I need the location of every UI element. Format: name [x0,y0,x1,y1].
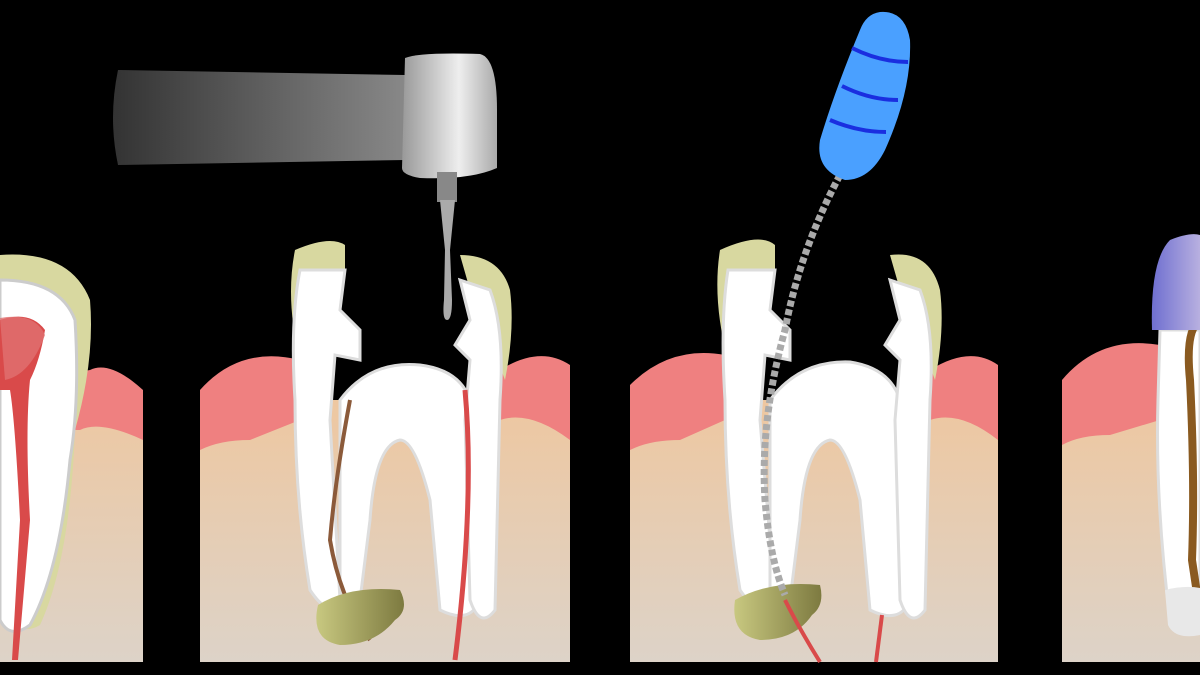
file-ring [851,46,909,64]
panel-infected-pulp [0,254,143,662]
infected-pulp [0,316,45,660]
drill-chuck [437,172,457,202]
file-ring [829,118,887,134]
tooth-body [338,362,482,618]
root-tip [1165,586,1200,637]
drill-bit [440,200,455,320]
endodontic-file [760,11,911,597]
pulp-canal [452,389,471,661]
nerve-end-left [783,599,822,664]
panel-drilling [113,53,570,662]
gum-right [500,356,570,440]
gum-right [930,356,998,440]
root-filling [1184,316,1200,601]
gum-left [630,353,725,450]
tooth-right-half [883,277,933,620]
gum-left [200,356,300,450]
drill-handle [113,70,405,165]
inflamed-pulp [0,316,45,380]
file-ring [841,84,899,102]
gum [1062,343,1160,445]
dental-drill [113,53,497,320]
drill-head [402,53,497,179]
nerve-end-right [874,614,884,663]
panel-root-canal-filing [630,11,998,664]
panel-filled-and-crowned [1062,234,1200,662]
crown [1151,234,1200,330]
tooth-body [768,360,912,618]
file-shaft [760,173,844,597]
tooth-right-half [453,277,503,620]
abscess [316,589,404,645]
